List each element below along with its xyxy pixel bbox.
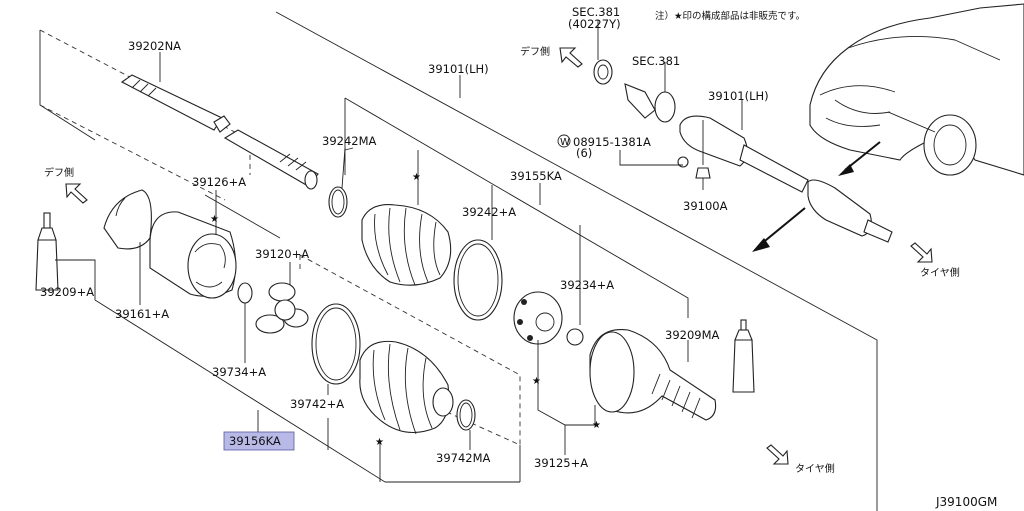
- grease-tube-39209ma: [732, 319, 755, 393]
- shaft-dashed-bottom: [39, 104, 226, 201]
- label-39209ma: 39209MA: [665, 328, 720, 342]
- label-39734a: 39734+A: [212, 365, 266, 379]
- car-silhouette: [809, 3, 1024, 176]
- label-tire-right: タイヤ側: [920, 266, 960, 279]
- outer-joint-housing: [589, 328, 717, 421]
- grease-tube-39209a: [35, 212, 59, 291]
- label-39742ma: 39742MA: [436, 451, 491, 465]
- note-not-sold: 注）★印の構成部品は非販売です。: [655, 10, 805, 22]
- label-39100a: 39100A: [683, 199, 728, 213]
- spider-39120a: [255, 282, 309, 334]
- arrow-tire-bottom-icon: [766, 444, 789, 465]
- bolt-leader: [619, 150, 683, 166]
- label-sec381-b: SEC.381: [632, 54, 680, 68]
- label-bolt-qty: (6): [576, 146, 592, 160]
- band-39742a: [311, 303, 361, 385]
- label-39242ma: 39242MA: [322, 134, 377, 148]
- bolt-mark-circle: [557, 134, 571, 148]
- section-frame-39155-top: [344, 97, 689, 318]
- label-39120a: 39120+A: [255, 247, 309, 261]
- label-39234a: 39234+A: [560, 278, 614, 292]
- star-joint: ★: [532, 376, 541, 387]
- axle-assembly-39101lh: [593, 59, 893, 243]
- label-39742a: 39742+A: [290, 397, 344, 411]
- arrow-axle-to-detail: [752, 207, 806, 252]
- boot-outer: [361, 204, 452, 286]
- star-boot-inner: ★: [375, 437, 384, 448]
- label-39156ka[interactable]: 39156KA: [229, 434, 281, 448]
- label-tire-bottom: タイヤ側: [795, 462, 835, 475]
- bolt-08915: [677, 156, 711, 190]
- bolt-mark: W: [560, 137, 570, 148]
- label-39126a: 39126+A: [192, 175, 246, 189]
- label-diff-left: デフ側: [44, 166, 74, 179]
- star-boot-outer: ★: [412, 172, 421, 183]
- arrow-diff-top-icon: [559, 47, 583, 68]
- shaft-39202na: [120, 74, 319, 190]
- highlight-39156ka: [223, 431, 295, 451]
- assembly-frame: [275, 11, 878, 511]
- star-39126: ★: [210, 214, 219, 225]
- label-sec381-a-sub: (40227Y): [568, 17, 621, 31]
- label-39161a: 39161+A: [115, 307, 169, 321]
- band-39242a: [453, 239, 503, 321]
- label-sec381-a: SEC.381: [572, 5, 620, 19]
- label-39101lh-b: 39101(LH): [708, 89, 769, 103]
- arrow-diff-left-icon: [65, 183, 88, 204]
- label-39125a: 39125+A: [534, 456, 588, 470]
- label-39242a: 39242+A: [462, 205, 516, 219]
- cover-plate-39161a: [103, 189, 152, 250]
- ring-39234a: [566, 328, 584, 346]
- boot-inner: [359, 340, 454, 435]
- arrow-tire-right-icon: [910, 242, 933, 263]
- leader-lines: [55, 20, 743, 482]
- star-outer-housing: ★: [592, 420, 601, 431]
- label-39202na: 39202NA: [128, 39, 181, 53]
- label-bolt-08915: 08915-1381A: [573, 135, 651, 149]
- label-39155ka: 39155KA: [510, 169, 562, 183]
- joint-ball-cage: [513, 291, 563, 345]
- label-diff-top: デフ側: [520, 45, 550, 58]
- snap-ring-39734a: [237, 282, 253, 304]
- arrow-car-to-axle: [838, 141, 881, 176]
- label-39209a: 39209+A: [40, 285, 94, 299]
- diagram-code: J39100GM: [935, 495, 997, 509]
- assembly-frame-bottom: [39, 30, 96, 141]
- inner-joint-housing: [149, 211, 237, 299]
- label-39101lh-a: 39101(LH): [428, 62, 489, 76]
- frame-bottom-edge: [94, 299, 386, 483]
